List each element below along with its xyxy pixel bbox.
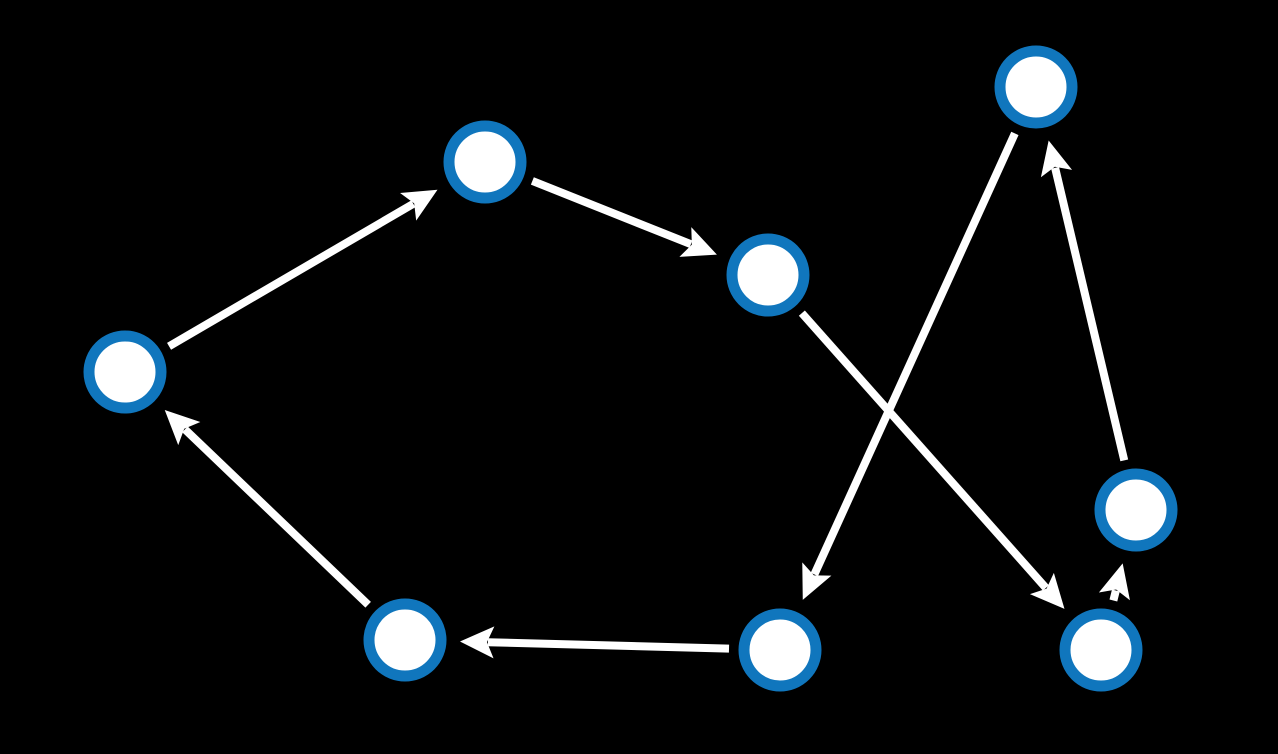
edge-right-to-top-right	[1040, 140, 1129, 462]
edge-line	[798, 310, 1049, 591]
graph-node-bottom-left	[363, 598, 447, 682]
arrowhead-icon	[679, 227, 717, 257]
edge-bottom-middle-to-bottom-left	[459, 626, 730, 659]
graph-node-bottom-right	[1059, 608, 1143, 692]
arrowhead-icon	[164, 410, 201, 446]
arrowhead-icon	[1040, 140, 1073, 178]
edge-line	[167, 200, 416, 350]
edge-middle-to-bottom-right	[798, 310, 1065, 609]
arrowhead-icon	[1029, 572, 1065, 609]
graph-node-upper-middle	[443, 120, 527, 204]
edge-line	[1109, 589, 1120, 602]
edge-left-to-upper-middle	[167, 189, 438, 350]
graph-node-top-right	[994, 45, 1078, 129]
arrowhead-icon	[1098, 563, 1130, 601]
arrowhead-icon	[459, 626, 495, 659]
arrowhead-icon	[400, 189, 438, 221]
graph-node-right	[1094, 468, 1178, 552]
edge-line	[1051, 166, 1129, 462]
graph-node-left	[83, 330, 167, 414]
edge-line	[487, 638, 730, 653]
edge-top-right-to-bottom-middle	[802, 131, 1019, 600]
edge-line	[530, 177, 693, 248]
graph-node-bottom-middle	[738, 608, 822, 692]
edge-line	[182, 426, 371, 608]
edge-line	[810, 131, 1019, 577]
edge-bottom-right-to-right	[1098, 563, 1130, 602]
graph-node-middle	[726, 233, 810, 317]
edge-upper-middle-to-middle	[530, 177, 717, 257]
edge-bottom-left-to-left	[164, 410, 371, 608]
arrowhead-icon	[802, 562, 832, 600]
